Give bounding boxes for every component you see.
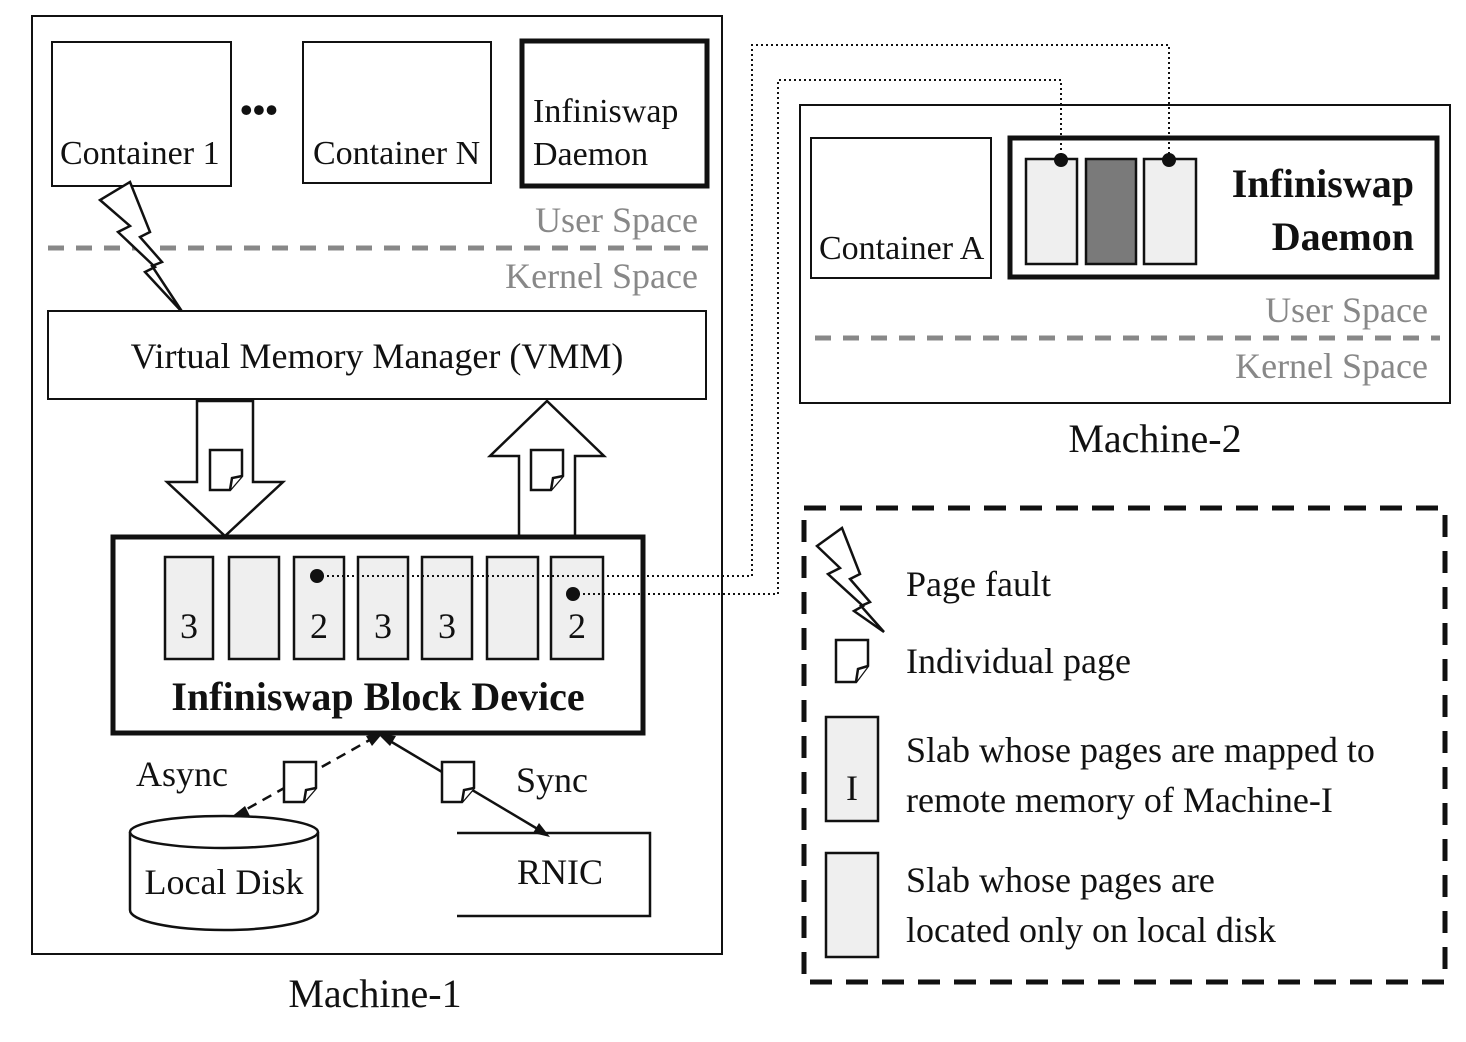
machine-1-label: Machine-1: [288, 971, 461, 1016]
machine-2-daemon-label-line2: Daemon: [1272, 214, 1414, 259]
page-icon: [208, 448, 244, 492]
slab-mappings: [310, 44, 1176, 601]
remote-slab: [1142, 157, 1198, 266]
vmm-box: [47, 310, 707, 400]
slab: [227, 555, 281, 661]
slab: [485, 555, 540, 661]
container-n-box: [302, 41, 492, 184]
machine-2-label: Machine-2: [1068, 416, 1241, 461]
machine-2: Container A Infiniswap Daemon User Space…: [799, 104, 1451, 404]
container-1-label: Container 1: [60, 135, 220, 172]
legend-individual-page-label: Individual page: [906, 641, 1131, 681]
machine-1: Container 1 ••• Container N Infiniswap D…: [31, 15, 723, 955]
machine-2-user-space-label: User Space: [1265, 290, 1428, 330]
page-fault-bolt-icon: [97, 180, 185, 314]
mapping-line: [317, 44, 1170, 577]
remote-slab-used: [1084, 157, 1138, 266]
machine-2-kernel-space-label: Kernel Space: [1235, 346, 1428, 386]
slab-label: 3: [374, 606, 392, 646]
legend-local-slab-label-line2: located only on local disk: [906, 910, 1276, 950]
sync-arrowhead-icon: [378, 734, 396, 746]
legend-remote-slab-label-line1: Slab whose pages are mapped to: [906, 730, 1375, 770]
block-device-slabs: 3 2 3 3 2: [163, 555, 605, 661]
legend-page-fault-label: Page fault: [906, 564, 1051, 604]
legend-page-fault-icon: [815, 526, 885, 634]
legend-remote-slab-label-line2: remote memory of Machine-I: [906, 780, 1333, 820]
slab: [163, 555, 215, 661]
legend-remote-slab-icon: [824, 715, 880, 823]
container-1-box: [51, 41, 232, 187]
async-label: Async: [136, 754, 228, 794]
async-arrowhead-icon: [366, 733, 383, 746]
rnic-box: [457, 831, 652, 918]
block-device-label: Infiniswap Block Device: [171, 674, 584, 719]
remote-slab: [1024, 157, 1079, 266]
machine-1-user-space-label: User Space: [535, 200, 698, 240]
legend-frame: [801, 505, 1448, 985]
machine-1-daemon-label-line1: Infiniswap: [533, 93, 678, 130]
slab-label: 3: [438, 606, 456, 646]
machine-2-daemon-label-line1: Infiniswap: [1232, 161, 1414, 206]
page-icon: [529, 448, 565, 492]
legend: Page fault Individual page I Slab whose …: [801, 505, 1448, 985]
slab-label: 3: [180, 606, 198, 646]
page-icon: [440, 760, 476, 804]
slab-label: 2: [568, 606, 586, 646]
machine-1-daemon-box: [519, 38, 710, 189]
local-disk-icon: [128, 814, 320, 932]
legend-local-slab-label-line1: Slab whose pages are: [906, 860, 1215, 900]
mapping-dot: [1054, 153, 1068, 167]
container-a-box: [810, 137, 992, 279]
container-ellipsis: •••: [240, 90, 278, 130]
machine-1-daemon-label-line2: Daemon: [533, 136, 648, 173]
mapping-dot: [1162, 153, 1176, 167]
machine-2-daemon-box: [1007, 135, 1440, 280]
legend-remote-slab-marker: I: [846, 768, 858, 808]
slab: [420, 555, 474, 661]
container-a-label: Container A: [819, 230, 985, 267]
rnic-label: RNIC: [517, 852, 603, 892]
legend-local-slab-icon: [824, 851, 880, 959]
container-n-label: Container N: [313, 135, 480, 172]
mapping-line: [573, 79, 1062, 595]
machine-1-kernel-space-label: Kernel Space: [505, 256, 698, 296]
legend-page-icon: [834, 638, 870, 684]
vmm-label: Virtual Memory Manager (VMM): [131, 336, 624, 376]
page-icon: [282, 760, 318, 804]
slab: [356, 555, 410, 661]
slab: [549, 555, 605, 661]
async-arrow: [237, 735, 376, 816]
sync-label: Sync: [516, 760, 588, 800]
local-disk-label: Local Disk: [145, 862, 304, 902]
slab-label: 2: [310, 606, 328, 646]
